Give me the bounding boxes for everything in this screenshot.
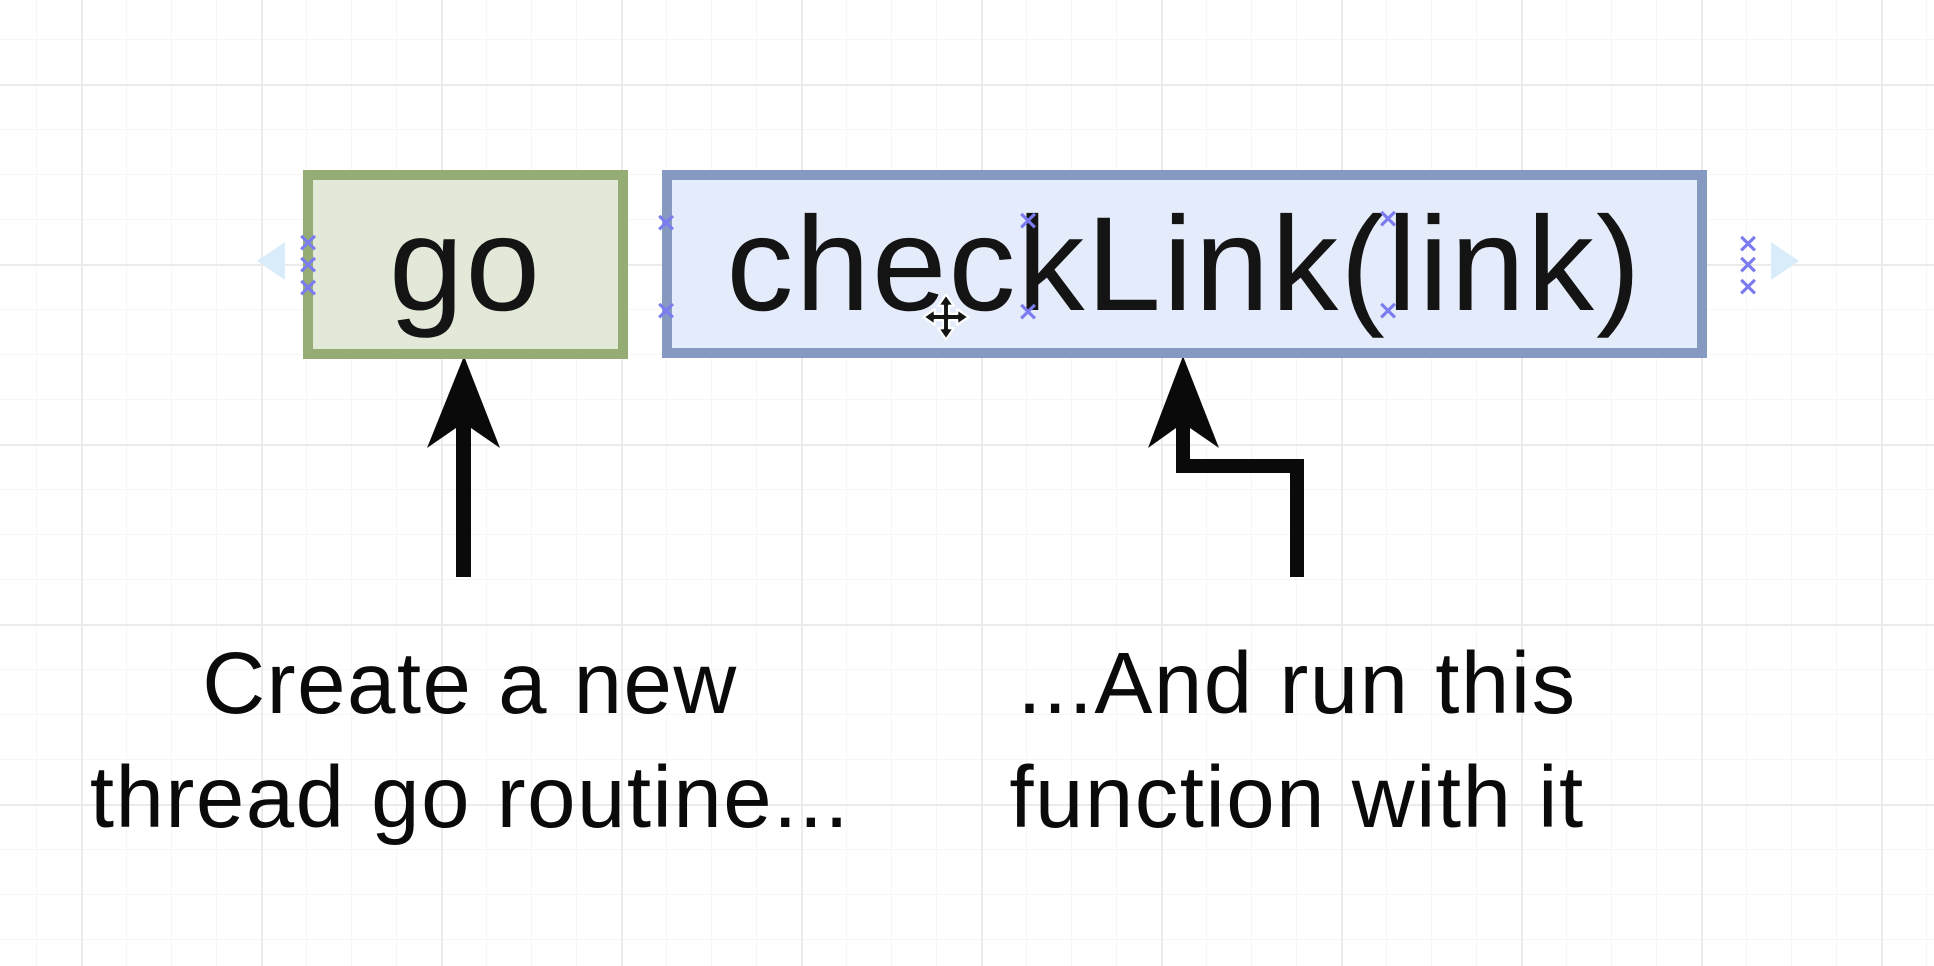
move-cursor-icon [922, 293, 970, 341]
caption-go-line2: thread go routine... [89, 749, 851, 846]
connection-point-icon[interactable] [296, 276, 320, 300]
node-checklink[interactable]: checkLink(link) [662, 170, 1707, 358]
arrow-to-go[interactable] [427, 356, 500, 577]
connection-point-icon[interactable] [1736, 275, 1760, 299]
caption-check-line2: function with it [1009, 749, 1585, 846]
caption-go-line1: Create a new [202, 635, 738, 732]
connection-point-icon[interactable] [1376, 299, 1400, 323]
node-go[interactable]: go [303, 170, 628, 359]
node-checklink-label: checkLink(link) [726, 189, 1643, 339]
caption-run-function[interactable]: ...And run this function with it [897, 627, 1697, 855]
caption-go-routine[interactable]: Create a new thread go routine... [70, 627, 870, 855]
arrow-to-checklink[interactable] [1148, 356, 1304, 577]
direction-arrow-right-icon[interactable] [1771, 242, 1799, 280]
connection-point-icon[interactable] [654, 299, 678, 323]
caption-check-line1: ...And run this [1017, 635, 1577, 732]
direction-arrow-left-icon[interactable] [257, 242, 285, 280]
connection-point-icon[interactable] [1016, 300, 1040, 324]
connection-point-icon[interactable] [1016, 209, 1040, 233]
node-go-label: go [388, 190, 543, 339]
connection-point-icon[interactable] [1376, 207, 1400, 231]
connection-point-icon[interactable] [654, 211, 678, 235]
